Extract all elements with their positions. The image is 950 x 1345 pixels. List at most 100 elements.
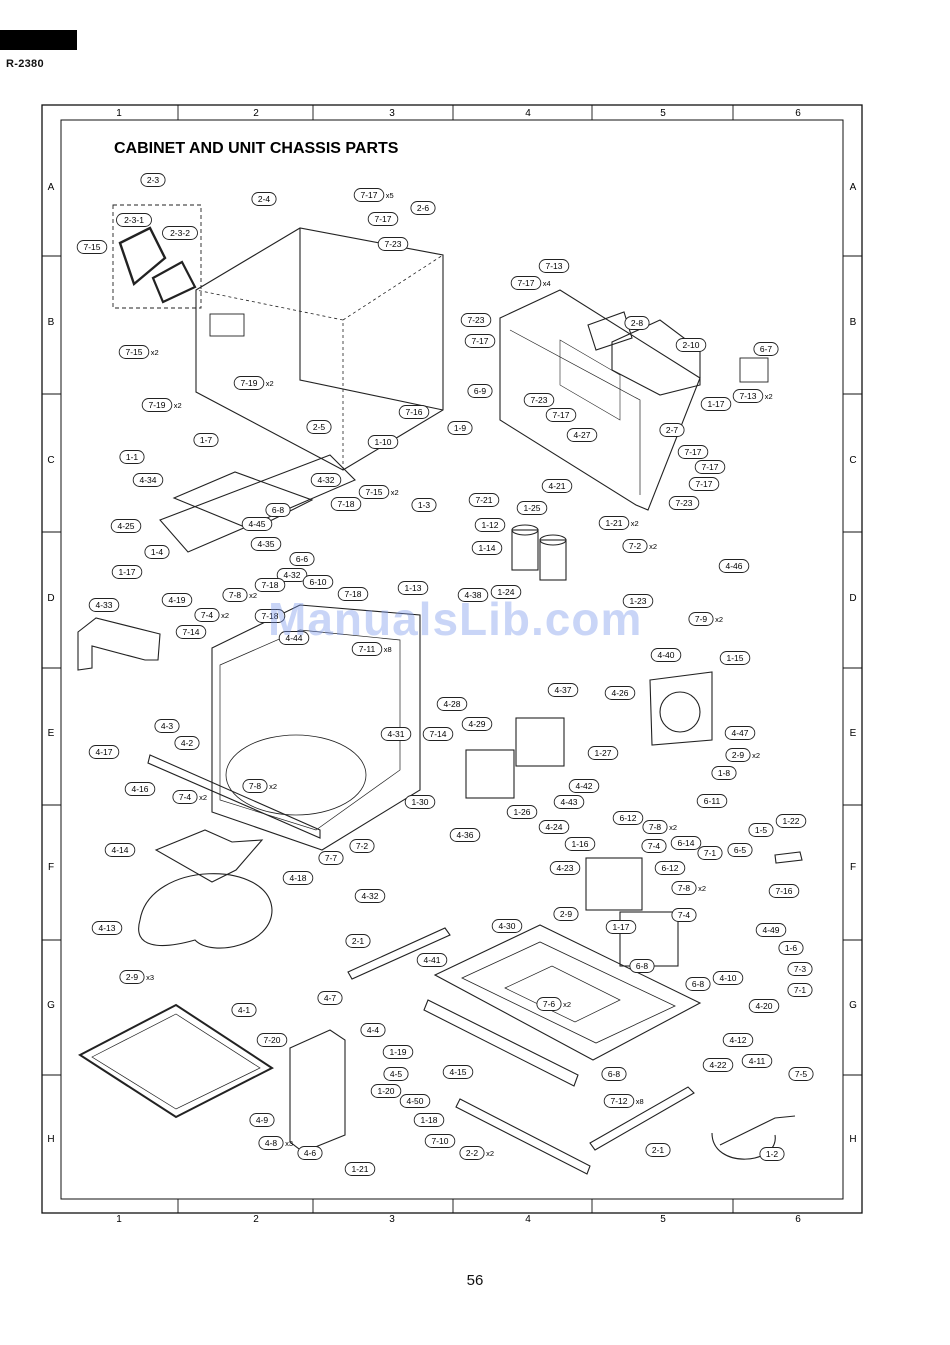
callout-bubble <box>344 1162 376 1176</box>
callout-bubble <box>467 384 493 398</box>
callout-label: 2-9 <box>560 909 573 919</box>
callout-7-17: 7-17 <box>545 408 577 422</box>
callout-1-17: 1-17 <box>700 397 732 411</box>
callout-6-12: 6-12 <box>654 861 686 875</box>
callout-label: 2-1 <box>352 936 365 946</box>
callout-2-9: 2-9 <box>553 907 579 921</box>
callout-bubble <box>297 1146 323 1160</box>
callout-bubble <box>775 814 807 828</box>
callout-label: 7-8 <box>678 883 691 893</box>
grid-row-left-E: E <box>48 728 55 739</box>
callout-label: 4-19 <box>168 595 185 605</box>
callout-label: 4-45 <box>248 519 265 529</box>
callout-7-18: 7-18 <box>254 578 286 592</box>
callout-bubble <box>471 541 503 555</box>
callout-label: 7-8 <box>249 781 262 791</box>
callout-bubble <box>768 884 800 898</box>
callout-label: 4-32 <box>283 570 300 580</box>
callout-4-12: 4-12 <box>722 1033 754 1047</box>
callout-label: 1-22 <box>782 816 799 826</box>
callout-label: 4-22 <box>709 1060 726 1070</box>
callout-bubble <box>422 727 454 741</box>
callout-7-17: 7-17 <box>464 334 496 348</box>
callout-bubble <box>688 612 714 626</box>
callout-4-32: 4-32 <box>310 473 342 487</box>
callout-7-3: 7-3 <box>787 962 813 976</box>
callout-label: 4-29 <box>468 719 485 729</box>
callout-4-15: 4-15 <box>442 1065 474 1079</box>
callout-label: 4-18 <box>289 873 306 883</box>
callout-label: 7-1 <box>704 848 717 858</box>
grid-frame <box>41 104 863 1214</box>
grid-row-right-A: A <box>850 182 857 193</box>
callout-1-5: 1-5 <box>748 823 774 837</box>
callout-label: 1-18 <box>420 1115 437 1125</box>
callout-4-45: 4-45 <box>241 517 273 531</box>
callout-4-17: 4-17 <box>88 745 120 759</box>
callout-7-16: 7-16 <box>398 405 430 419</box>
callout-bubble <box>659 423 685 437</box>
callout-bubble <box>382 1045 414 1059</box>
callout-bubble <box>622 594 654 608</box>
callout-4-24: 4-24 <box>538 820 570 834</box>
grid-row-right-D: D <box>849 593 856 604</box>
callout-bubble <box>788 1067 814 1081</box>
callout-bubble <box>727 843 753 857</box>
grid-row-left-F: F <box>48 862 54 873</box>
callout-bubble <box>250 537 282 551</box>
callout-bubble <box>612 811 644 825</box>
callout-2-3-1: 2-3-1 <box>116 213 152 227</box>
callout-bubble <box>111 565 143 579</box>
callout-quantity: x2 <box>631 519 639 528</box>
grid-row-left-H: H <box>47 1134 54 1145</box>
callout-bubble <box>162 226 198 240</box>
callout-4-26: 4-26 <box>604 686 636 700</box>
callout-label: 7-2 <box>629 541 642 551</box>
callout-label: 7-16 <box>775 886 792 896</box>
callout-bubble <box>787 962 813 976</box>
callout-2-3-2: 2-3-2 <box>162 226 198 240</box>
callout-2-4: 2-4 <box>251 192 277 206</box>
callout-quantity: x3 <box>285 1139 293 1148</box>
callout-label: 2-4 <box>258 194 271 204</box>
callout-label: 4-31 <box>387 729 404 739</box>
callout-label: 4-37 <box>554 685 571 695</box>
callout-7-5: 7-5 <box>788 1067 814 1081</box>
callout-label: 1-26 <box>513 807 530 817</box>
callout-bubble <box>367 212 399 226</box>
callout-bubble <box>449 828 481 842</box>
grid-col-bottom-6: 6 <box>795 1214 801 1225</box>
grid-row-left-C: C <box>47 455 54 466</box>
callout-quantity: x2 <box>563 1000 571 1009</box>
callout-label: 7-15 <box>365 487 382 497</box>
callout-bubble <box>741 1054 773 1068</box>
callout-label: 7-12 <box>610 1096 627 1106</box>
callout-1-30: 1-30 <box>404 795 436 809</box>
callout-7-23: 7-23 <box>523 393 555 407</box>
callout-label: 4-30 <box>498 921 515 931</box>
callout-bubble <box>354 889 386 903</box>
callout-7-7: 7-7 <box>318 851 344 865</box>
callout-label: 4-47 <box>731 728 748 738</box>
callout-bubble <box>510 276 542 290</box>
callout-bubble <box>367 435 399 449</box>
grid-row-right-G: G <box>849 1000 857 1011</box>
callout-bubble <box>778 941 804 955</box>
callout-bubble <box>587 746 619 760</box>
callout-label: 6-8 <box>272 505 285 515</box>
callout-label: 4-50 <box>406 1096 423 1106</box>
callout-bubble <box>553 907 579 921</box>
callout-label: 7-8 <box>649 822 662 832</box>
callout-label: 4-3 <box>161 721 174 731</box>
callout-bubble <box>549 861 581 875</box>
callout-bubble <box>282 871 314 885</box>
callout-label: 1-27 <box>594 748 611 758</box>
